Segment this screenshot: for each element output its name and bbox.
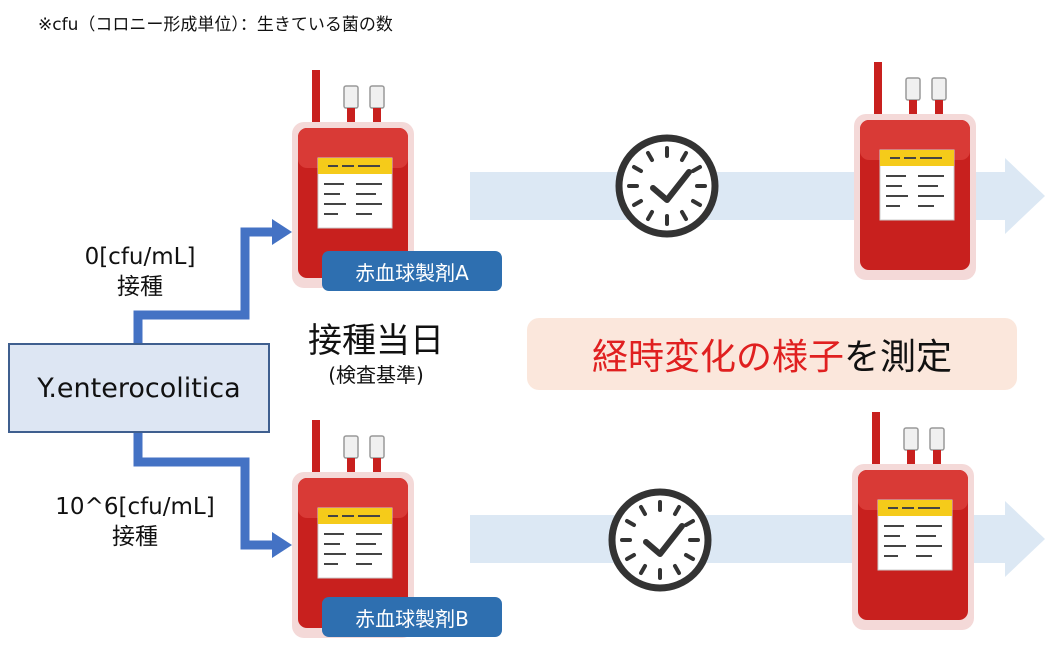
banner-rest: を測定 xyxy=(844,337,953,378)
inoculation-a-dose: 0[cfu/mL] xyxy=(84,244,196,270)
blood-bag-icon-b-end xyxy=(851,411,975,631)
inoculation-b-dose: 10^6[cfu/mL] xyxy=(55,494,215,520)
product-label-a: 赤血球製剤A xyxy=(322,251,502,291)
connector-a xyxy=(133,219,292,343)
day-subtitle: (検査基準) xyxy=(328,363,424,387)
connector-b xyxy=(133,433,292,558)
inoculation-day-label: 接種当日 (検査基準) xyxy=(296,320,456,388)
inoculation-a-action: 接種 xyxy=(117,274,163,300)
clock-icon-a xyxy=(619,138,715,234)
clock-icon-b xyxy=(612,492,708,588)
bacteria-name: Y.enterocolitica xyxy=(37,372,241,404)
cfu-note: ※cfu（コロニー形成単位）：生きている菌の数 xyxy=(38,15,393,35)
blood-bag-icon-a-end xyxy=(853,61,977,281)
product-label-b: 赤血球製剤B xyxy=(322,597,502,637)
inoculation-b: 10^6[cfu/mL] 接種 xyxy=(40,492,230,552)
measurement-banner: 経時変化の様子を測定 xyxy=(527,318,1017,390)
inoculation-a: 0[cfu/mL] 接種 xyxy=(70,242,210,302)
inoculation-b-action: 接種 xyxy=(112,524,158,550)
day-title: 接種当日 xyxy=(308,321,444,361)
banner-highlight: 経時変化の様子 xyxy=(591,337,844,378)
bacteria-box: Y.enterocolitica xyxy=(8,343,270,433)
